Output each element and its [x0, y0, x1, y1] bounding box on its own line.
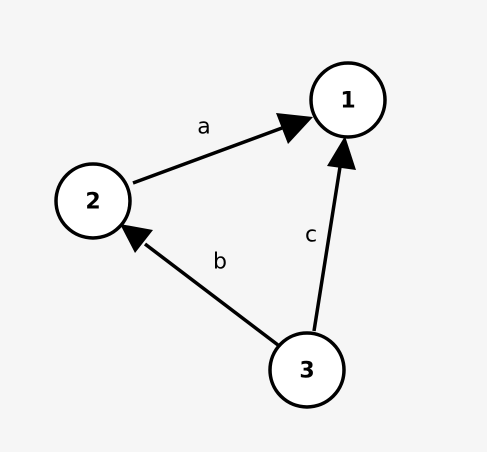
edge-b-label: b [213, 250, 227, 275]
edge-b-arrowhead [120, 224, 153, 253]
edge-a-arrowhead [276, 113, 313, 144]
node-2-circle [54, 162, 132, 240]
edge-c-line [312, 166, 342, 332]
edge-c: c [305, 136, 356, 332]
edge-a-line [132, 126, 283, 185]
node-1-label: 1 [340, 89, 355, 114]
node-3: 3 [268, 331, 346, 409]
edge-a: a [132, 113, 313, 185]
node-2-label: 2 [85, 190, 100, 215]
edge-c-label: c [305, 223, 317, 248]
edge-a-label: a [197, 115, 210, 140]
edge-b: b [120, 224, 280, 347]
node-3-label: 3 [299, 359, 314, 384]
node-3-circle [268, 331, 346, 409]
edge-c-arrowhead [327, 136, 356, 170]
node-2: 2 [54, 162, 132, 240]
node-1: 1 [309, 61, 387, 139]
node-1-circle [309, 61, 387, 139]
edge-b-line [143, 242, 280, 347]
